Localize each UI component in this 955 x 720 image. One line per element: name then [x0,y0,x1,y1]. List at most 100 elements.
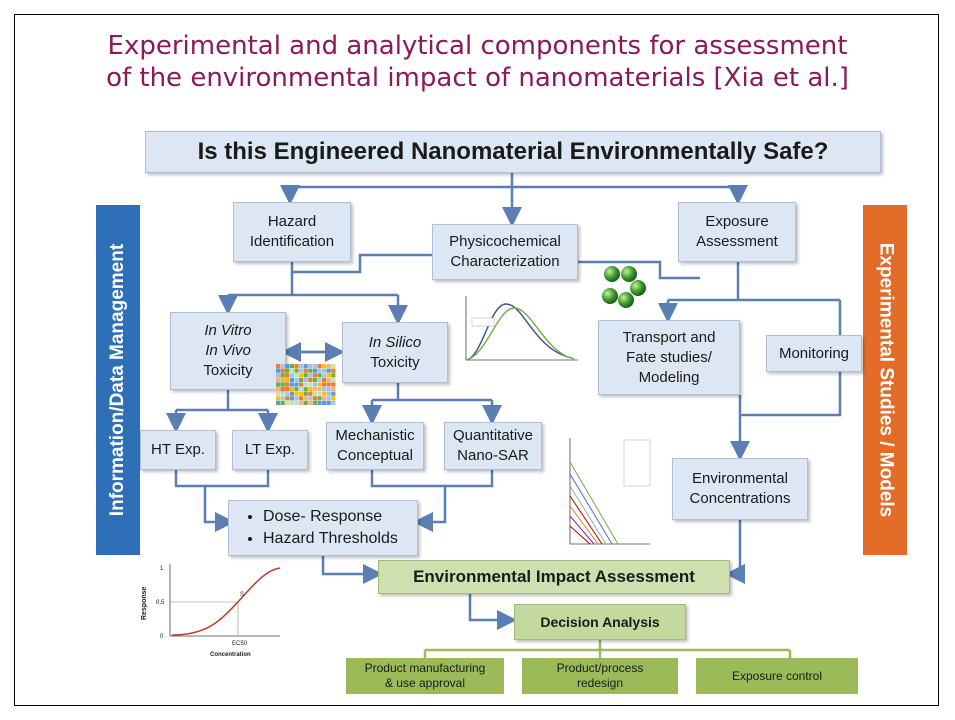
sphere-2 [621,266,637,282]
dose-response-item: Dose- Response [263,506,398,528]
env-conc-line-1: Environmental [692,470,788,487]
heatmap-cell [303,377,308,382]
transport-line-3: Modeling [638,368,700,386]
heatmap-cell [285,400,290,405]
heatmap-cell [326,364,331,369]
exposure-line-2: Assessment [696,233,778,250]
heatmap-cell [317,400,322,405]
environmental-concentrations-box: Environmental Concentrations [672,458,808,520]
heatmap-cell [276,396,281,401]
in-silico-label: In Silico [368,333,422,351]
heatmap-cell [289,382,294,387]
heatmap-cell [280,364,285,369]
heatmap-cell [289,387,294,392]
impact-assessment-label: Environmental Impact Assessment [413,567,695,586]
heatmap-cell [299,382,304,387]
heatmap-cell [331,373,336,378]
heatmap-cell [312,364,317,369]
heatmap-cell [280,368,285,373]
heatmap-cell [331,382,336,387]
heatmap-cell [308,377,313,382]
heatmap-thumbnail [276,364,336,405]
heatmap-cell [289,377,294,382]
hazard-thresholds-item: Hazard Thresholds [263,528,398,550]
heatmap-cell [322,373,327,378]
physicochemical-line-2: Characterization [450,253,560,270]
heatmap-cell [317,364,322,369]
heatmap-cell [280,377,285,382]
quantitative-line-2: Nano-SAR [457,447,529,464]
heatmap-cell [312,377,317,382]
heatmap-cell [303,391,308,396]
sphere-5 [618,292,634,308]
left-side-bar: Information/Data Management [96,205,140,555]
heatmap-cell [303,400,308,405]
quantitative-line-1: Quantitative [452,427,534,444]
heatmap-cell [308,368,313,373]
curve-ytick-0: 0 [160,634,164,640]
in-vitro-label: In Vitro [204,322,252,339]
heatmap-cell [303,396,308,401]
top-question-box: Is this Engineered Nanomaterial Environm… [145,131,881,173]
heatmap-cell [331,368,336,373]
outcome-manufacturing-line-2: & use approval [384,676,466,690]
outcome-exposure-control-label: Exposure control [731,668,823,683]
heatmap-cell [326,377,331,382]
heatmap-cell [299,364,304,369]
transport-line-2: Fate studies/ [626,348,712,366]
left-side-bar-label: Information/Data Management [107,243,128,517]
heatmap-cell [303,364,308,369]
heatmap-cell [326,382,331,387]
heatmap-cell [317,373,322,378]
dose-response-list: Dose- Response Hazard Thresholds [247,506,398,550]
env-conc-line-2: Concentrations [689,490,791,507]
slide-title: Experimental and analytical components f… [40,30,915,94]
heatmap-cell [285,364,290,369]
heatmap-cell [285,382,290,387]
nanoparticle-spheres [602,266,646,308]
heatmap-cell [308,400,313,405]
heatmap-cell [280,387,285,392]
heatmap-cell [294,368,299,373]
heatmap-cell [303,368,308,373]
heatmap-cell [294,391,299,396]
heatmap-cell [322,396,327,401]
heatmap-cell [331,400,336,405]
heatmap-cell [294,396,299,401]
heatmap-cell [308,396,313,401]
mechanistic-line-2: Conceptual [337,447,413,464]
heatmap-cell [285,391,290,396]
heatmap-cell [317,396,322,401]
sphere-4 [602,288,618,304]
heatmap-cell [285,368,290,373]
heatmap-cell [280,400,285,405]
heatmap-cell [303,387,308,392]
heatmap-cell [289,391,294,396]
heatmap-cell [285,377,290,382]
lt-exp-label: LT Exp. [244,441,296,458]
heatmap-cell [322,387,327,392]
lt-exp-box: LT Exp. [232,430,308,470]
heatmap-cell [317,377,322,382]
slide-frame [14,14,939,706]
ht-exp-label: HT Exp. [151,441,205,458]
exposure-line-1: Exposure [705,213,769,230]
quantitative-box: Quantitative Nano-SAR [444,422,542,470]
heatmap-cell [312,373,317,378]
hazard-identification-box: Hazard Identification [233,202,351,262]
heatmap-cell [326,368,331,373]
heatmap-cell [326,387,331,392]
exposure-assessment-box: Exposure Assessment [678,202,796,262]
heatmap-cell [331,396,336,401]
heatmap-cell [289,364,294,369]
heatmap-cell [299,377,304,382]
toxicity-label: Toxicity [203,362,253,379]
sphere-1 [604,266,620,282]
heatmap-cell [331,377,336,382]
heatmap-cell [322,364,327,369]
heatmap-cell [312,391,317,396]
heatmap-cell [289,400,294,405]
heatmap-cell [285,387,290,392]
heatmap-cell [289,368,294,373]
outcome-redesign-line-1: Product/process [556,661,644,675]
